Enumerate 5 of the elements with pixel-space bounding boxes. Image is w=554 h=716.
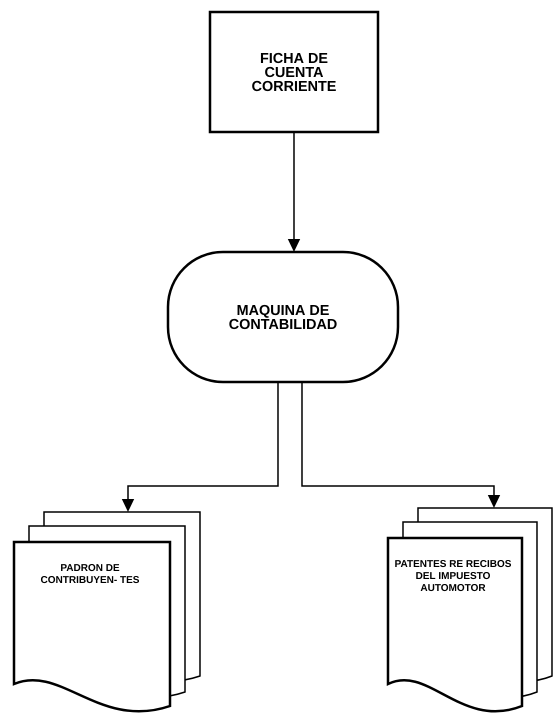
node-label: PADRON DE CONTRIBUYEN- TES bbox=[40, 564, 140, 584]
node-label: PATENTES RE RECIBOS DEL IMPUESTO AUTOMOTOR bbox=[395, 560, 512, 592]
document-stack: PATENTES RE RECIBOS DEL IMPUESTO AUTOMOTOR bbox=[386, 507, 553, 713]
process-box: FICHA DE CUENTA CORRIENTE bbox=[208, 10, 380, 134]
document-stack: PADRON DE CONTRIBUYEN- TES bbox=[12, 511, 201, 713]
